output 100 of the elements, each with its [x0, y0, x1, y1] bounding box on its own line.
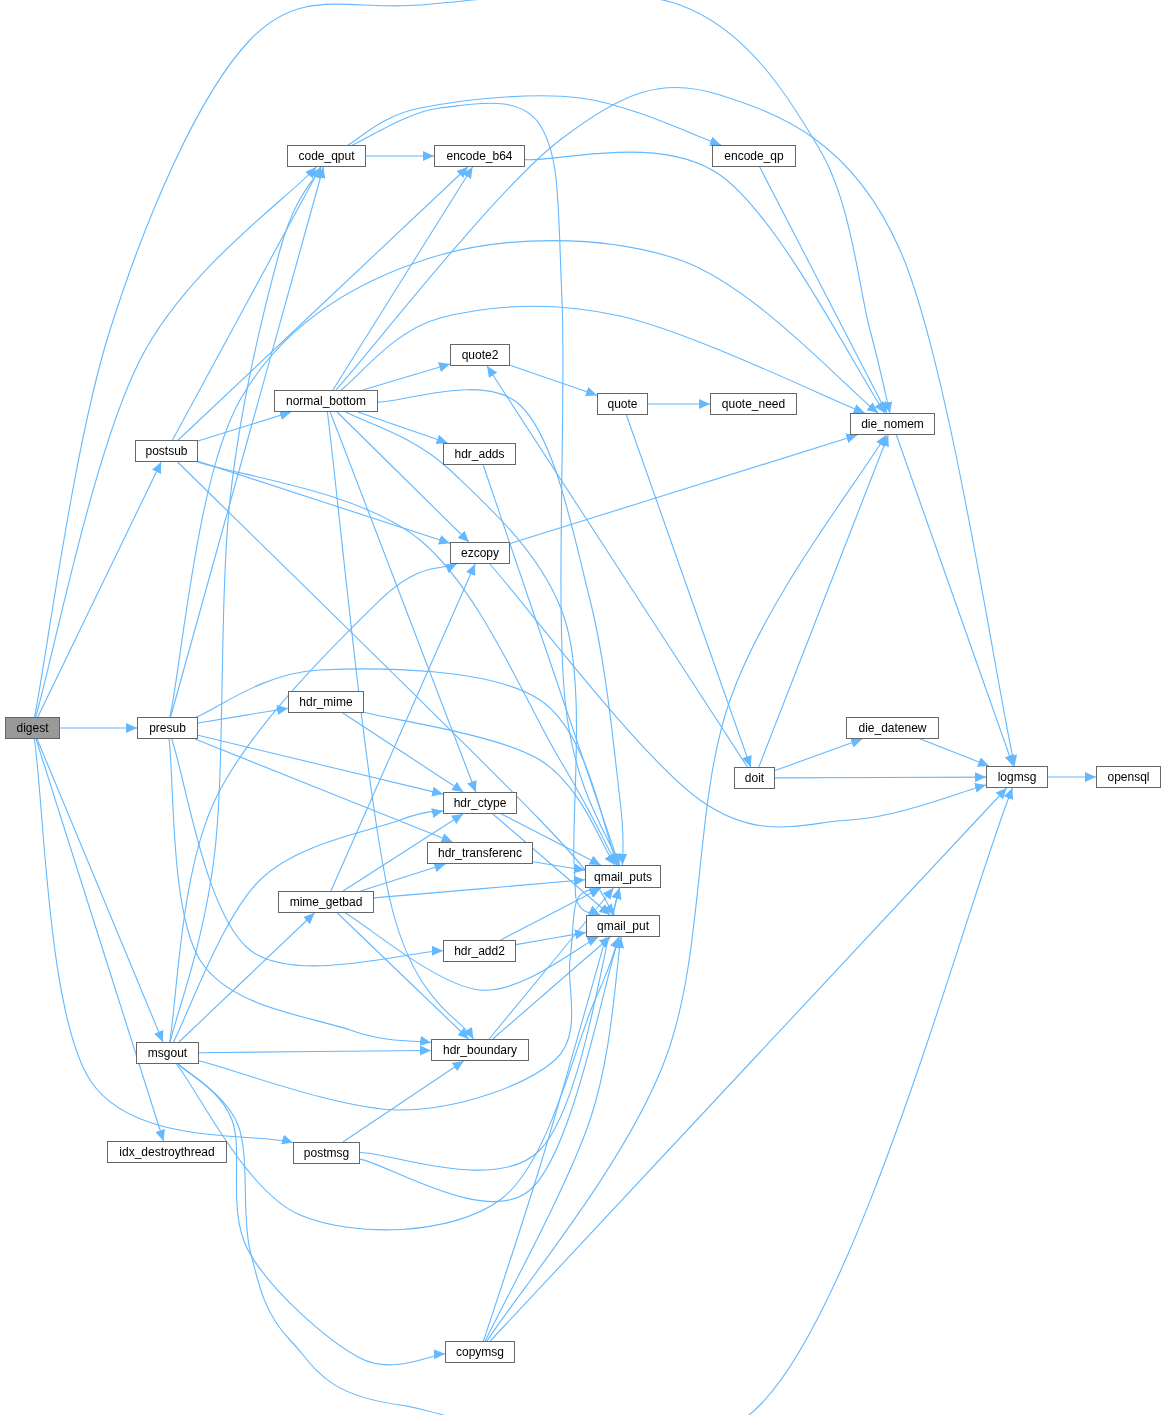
arrow: [34, 0, 893, 718]
arrow: [489, 563, 987, 828]
arrow: [373, 875, 586, 899]
arrow: [347, 95, 722, 146]
arrow: [489, 787, 1008, 1342]
arrow: [774, 738, 863, 772]
arrow: [758, 434, 889, 768]
arrow: [35, 738, 165, 1142]
function-box: ezcopy: [450, 542, 510, 564]
function-box: hdr_add2: [443, 940, 516, 962]
function-box: mime_getbad: [278, 891, 374, 913]
arrow: [177, 787, 1014, 1415]
arrow: [169, 240, 879, 718]
function-box: code_qput: [287, 145, 366, 167]
arrow: [774, 772, 987, 783]
arrow: [177, 166, 469, 441]
arrow: [198, 1045, 432, 1056]
arrow: [524, 151, 886, 414]
arrow: [336, 411, 470, 543]
arrow: [329, 411, 477, 793]
arrow: [377, 389, 628, 866]
function-box: die_datenew: [846, 717, 939, 739]
arrow: [362, 362, 451, 391]
arrow: [178, 912, 316, 1043]
function-box: msgout: [136, 1042, 199, 1064]
arrow: [500, 813, 602, 866]
arrow: [486, 434, 887, 1342]
function-box: die_nomem: [850, 413, 935, 435]
arrow: [342, 813, 464, 892]
arrow: [175, 936, 620, 1231]
function-box: opensql: [1096, 766, 1161, 788]
function-box: idx_destroythread: [107, 1141, 227, 1163]
arrow: [1047, 772, 1097, 782]
arrow: [492, 936, 611, 1040]
function-box: copymsg: [445, 1341, 515, 1363]
arrow: [36, 738, 164, 1043]
arrow: [919, 738, 990, 767]
arrow: [895, 434, 1015, 767]
arrow: [342, 1060, 465, 1143]
function-box: doit: [734, 767, 775, 789]
arrow: [194, 738, 454, 843]
function-box: encode_qp: [712, 145, 796, 167]
function-box: quote: [597, 393, 648, 415]
function-box: logmsg: [986, 766, 1048, 788]
function-box: hdr_ctype: [443, 792, 517, 814]
arrow: [330, 563, 476, 892]
arrow: [171, 166, 322, 441]
arrow: [170, 166, 326, 718]
arrow: [759, 166, 888, 414]
arrow: [360, 862, 446, 892]
function-box: hdr_mime: [288, 691, 364, 713]
function-box: digest: [5, 717, 60, 739]
arrow: [492, 813, 611, 916]
arrow: [172, 807, 444, 1043]
arrow: [500, 887, 602, 941]
arrow: [326, 411, 474, 1040]
arrow: [351, 102, 620, 866]
function-box: encode_b64: [434, 145, 525, 167]
arrow: [365, 151, 435, 161]
arrow: [197, 460, 451, 545]
arrow: [357, 411, 449, 445]
function-box: hdr_adds: [443, 443, 516, 465]
arrow: [515, 929, 587, 946]
arrow: [197, 705, 289, 724]
arrow: [509, 364, 598, 397]
arrow: [486, 365, 748, 768]
function-box: hdr_transferenc: [427, 842, 533, 864]
function-box: presub: [137, 717, 198, 739]
arrow: [625, 414, 752, 768]
arrow: [197, 734, 444, 797]
function-box: qmail_puts: [585, 865, 661, 888]
function-box: hdr_boundary: [431, 1039, 529, 1061]
arrow: [197, 461, 618, 866]
arrow: [335, 86, 1018, 767]
arrow: [59, 723, 138, 733]
arrow: [169, 166, 322, 1043]
arrow: [169, 562, 458, 1043]
arrow: [336, 912, 470, 1040]
arrow: [344, 912, 599, 991]
arrow: [168, 738, 432, 1047]
arrow: [37, 461, 162, 718]
function-box: normal_bottom: [274, 390, 378, 412]
arrow: [363, 711, 616, 866]
arrow: [488, 887, 615, 1040]
arrow: [482, 464, 621, 866]
arrow: [359, 936, 621, 1203]
arrow: [647, 399, 711, 409]
function-box: postsub: [135, 440, 198, 462]
arrow: [332, 166, 474, 391]
arrow: [35, 166, 317, 718]
arrow: [197, 410, 292, 442]
function-box: qmail_put: [586, 915, 660, 937]
arrow: [171, 738, 444, 967]
function-box: quote2: [450, 344, 510, 366]
function-box: postmsg: [293, 1142, 360, 1164]
arrow: [195, 668, 619, 866]
arrow: [342, 712, 464, 793]
function-box: quote_need: [710, 393, 797, 415]
arrow: [345, 411, 601, 917]
arrow: [509, 433, 858, 545]
